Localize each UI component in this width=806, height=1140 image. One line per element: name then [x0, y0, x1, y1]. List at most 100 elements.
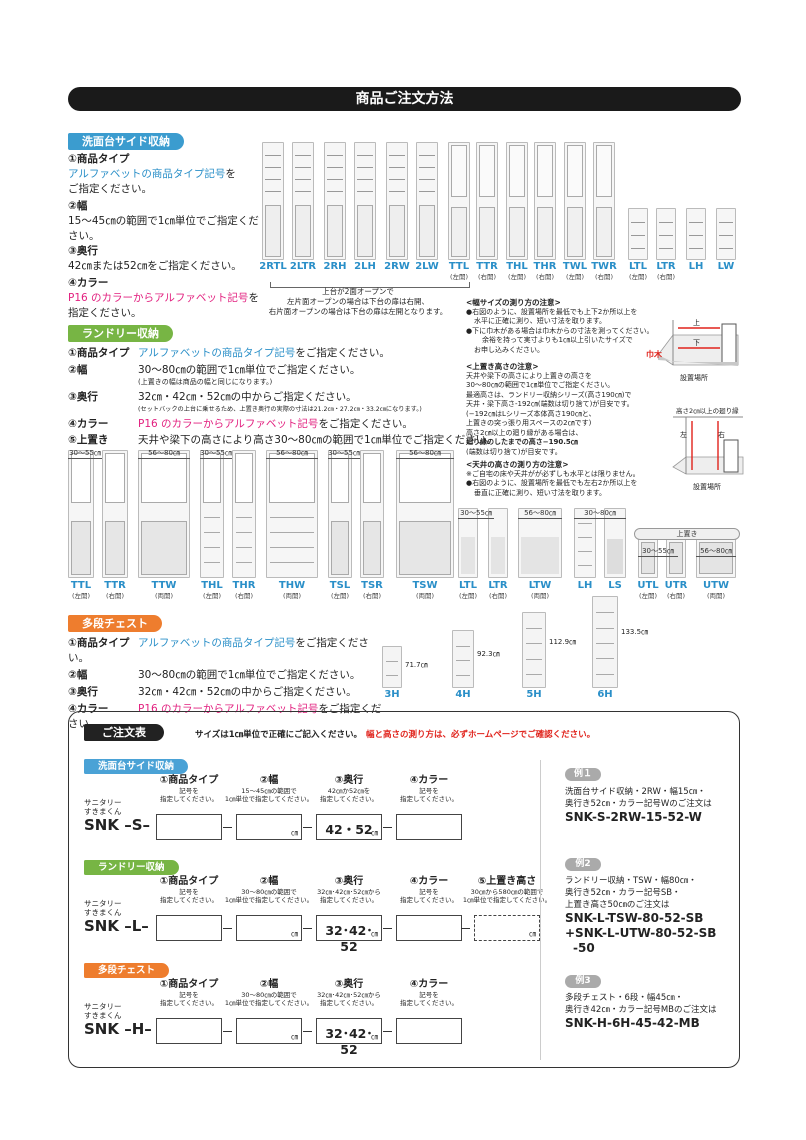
- laundry-label-ltw: LTW: [528, 580, 552, 591]
- washstand-cabinet-twr: [593, 142, 615, 260]
- order-form: [68, 711, 740, 1068]
- upper-door: [203, 453, 221, 503]
- laundry-note-ltl: (左開): [458, 592, 478, 600]
- column-title: ①商品タイプ: [159, 876, 219, 887]
- dim-line: [266, 458, 318, 459]
- column-hint: 30㎝から580㎝の範囲で: [470, 888, 544, 896]
- washstand-cabinet-2rh: [324, 142, 346, 260]
- laundry-label-thw: THW: [278, 580, 306, 591]
- shelf-line: [357, 155, 373, 156]
- type-input[interactable]: [156, 915, 222, 941]
- shelf-line: [327, 167, 343, 168]
- washstand-label-2rw: 2RW: [384, 261, 410, 272]
- open-shelf: [607, 539, 623, 574]
- order-row-tab-label: 洗面台サイド収納: [84, 759, 189, 774]
- upper-door: [363, 453, 381, 503]
- example-2: 例2 ランドリー収納・TSW・幅80㎝・ 奥行き52㎝・カラー記号SB・ 上置き…: [565, 858, 717, 955]
- width-input[interactable]: ㎝: [236, 1018, 302, 1044]
- order-column-header: ④カラー記号を指定してください。: [384, 775, 474, 803]
- column-hint: 記号を: [419, 991, 439, 999]
- lower-door: [327, 205, 343, 257]
- order-form-title: ご注文表: [84, 724, 164, 741]
- column-title: ①商品タイプ: [159, 979, 219, 990]
- washstand-cabinet-thl: [506, 142, 528, 260]
- bracket-line: [270, 282, 470, 288]
- laundry-label-ttw: TTW: [151, 580, 177, 591]
- shelf-line: [419, 155, 435, 156]
- shelf-line: [265, 167, 281, 168]
- washstand-note-ltr: (右開): [656, 273, 676, 281]
- laundry-cabinet-utl: [638, 538, 658, 578]
- washstand-cabinet-lw: [716, 208, 736, 260]
- color-input[interactable]: [396, 915, 462, 941]
- laundry-section-tab: ランドリー収納: [68, 322, 173, 342]
- hyphen-separator: [461, 928, 470, 930]
- fig2-place-label: 設置場所: [693, 483, 721, 491]
- dim-line: [518, 518, 562, 519]
- washstand-note-twl: (左開): [565, 273, 585, 281]
- washstand-cabinet-ltl: [628, 208, 648, 260]
- laundry-label-tsl: TSL: [329, 580, 351, 591]
- chest-cabinet-4h: [452, 630, 474, 688]
- laundry-note-ttw: (両開): [154, 592, 174, 600]
- lower-door: [295, 205, 311, 257]
- brand-line-1: サニタリー: [84, 798, 122, 807]
- shelf-line: [265, 191, 281, 192]
- color-input[interactable]: [396, 1018, 462, 1044]
- chest-section-tab: 多段チェスト: [68, 612, 162, 632]
- drawer-line: [526, 628, 542, 629]
- lower-door: [389, 205, 405, 257]
- order-notice: サイズは1㎝単位で正確にご記入ください。幅と高さの測り方は、必ずホームページでご…: [195, 730, 596, 740]
- order-column-header: ①商品タイプ記号を指定してください。: [144, 876, 234, 904]
- column-hint: 記号を: [419, 787, 439, 795]
- hyphen-separator: [303, 827, 312, 829]
- column-title: ④カラー: [409, 979, 449, 990]
- upper-door: [399, 453, 451, 503]
- dim-line: [138, 458, 190, 459]
- height-measure-figure: [672, 416, 744, 475]
- shelf-line: [327, 179, 343, 180]
- order-row-tab: 洗面台サイド収納: [84, 754, 189, 774]
- washstand-cabinet-ltr: [656, 208, 676, 260]
- upper-height-input[interactable]: ㎝: [474, 915, 540, 941]
- upper-door: [537, 145, 553, 197]
- laundry-note-ltw: (両開): [530, 592, 550, 600]
- fig2-right-label: 右: [718, 431, 725, 439]
- drawer-line: [204, 517, 220, 518]
- washstand-label-thl: THL: [506, 261, 528, 272]
- column-title: ①商品タイプ: [159, 775, 219, 786]
- chest-height-4h: 92.3㎝: [477, 650, 500, 658]
- order-column-header: ④カラー記号を指定してください。: [384, 876, 474, 904]
- unit-cm: ㎝: [291, 829, 298, 837]
- washstand-label-ltr: LTR: [656, 261, 676, 272]
- brand-name: サニタリーすきまくん: [84, 798, 122, 816]
- column-hint: 指定してください。: [399, 795, 459, 803]
- width-input[interactable]: ㎝: [236, 915, 302, 941]
- washstand-cabinet-lh: [686, 208, 706, 260]
- laundry-dim-label: 56～80㎝: [524, 509, 556, 517]
- drawer-line: [596, 658, 614, 659]
- order-row-tab-label: ランドリー収納: [84, 860, 179, 875]
- laundry-label-ls: LS: [608, 580, 622, 591]
- upper-door: [699, 542, 733, 574]
- order-column-header: ④カラー記号を指定してください。: [384, 979, 474, 1007]
- type-input[interactable]: [156, 814, 222, 840]
- column-title: ③奥行: [334, 876, 364, 887]
- laundry-cabinet-ttw: [138, 450, 190, 578]
- washstand-label-2lh: 2LH: [354, 261, 376, 272]
- lower-door: [451, 207, 467, 257]
- laundry-cabinet-ltw: [518, 508, 562, 578]
- upper-door: [669, 542, 683, 574]
- shelf-line: [419, 191, 435, 192]
- color-input[interactable]: [396, 814, 462, 840]
- type-input[interactable]: [156, 1018, 222, 1044]
- laundry-cabinet-ttl: [68, 450, 94, 578]
- drawer-line: [456, 660, 470, 661]
- width-input[interactable]: ㎝: [236, 814, 302, 840]
- column-hint: 指定してください。: [319, 999, 379, 1007]
